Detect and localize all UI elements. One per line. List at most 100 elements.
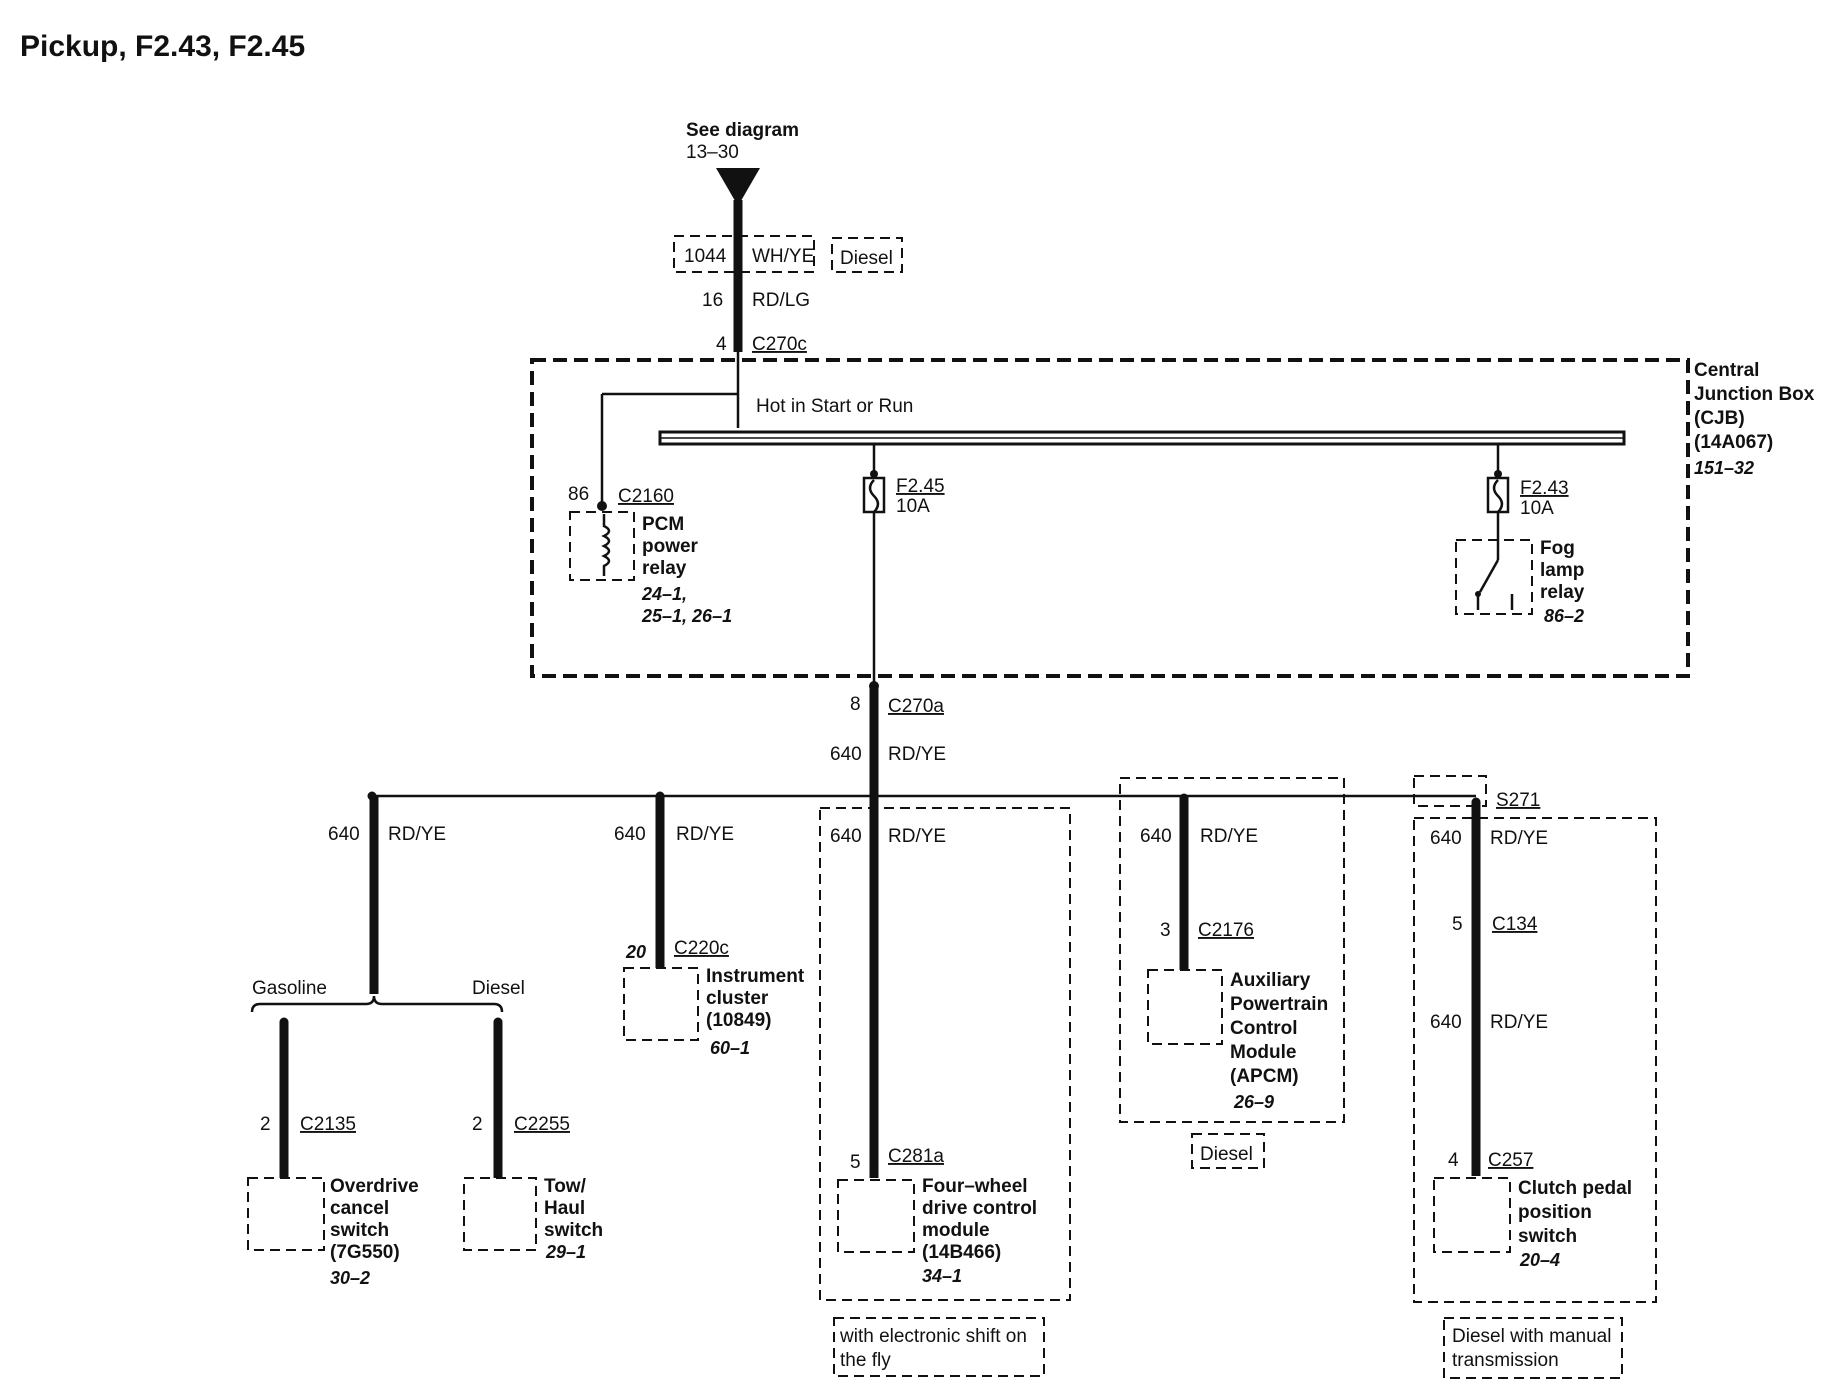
bus-label: Hot in Start or Run <box>756 396 913 417</box>
source-page-ref: 13–30 <box>686 142 739 163</box>
clutch-circuit-2: 640 <box>1430 1012 1462 1033</box>
fuse-f243-name: F2.43 <box>1520 478 1569 499</box>
source-see-diagram: See diagram <box>686 120 799 141</box>
cjb-page-ref: 151–32 <box>1694 458 1754 478</box>
pcm-relay-connector: C2160 <box>618 486 674 507</box>
gasoline-label: Gasoline <box>252 978 327 999</box>
fuse-f245-dot <box>870 470 878 478</box>
cluster-ref: 60–1 <box>710 1038 750 1058</box>
apcm-circuit: 640 <box>1140 826 1172 847</box>
fourwd-module-ref: 34–1 <box>922 1266 962 1286</box>
cluster-circuit: 640 <box>614 824 646 845</box>
diesel-circuit-box <box>673 235 815 273</box>
fog-relay-ref: 86–2 <box>1544 606 1584 626</box>
fourwd-module-label: Four–wheel drive control module (14B466) <box>922 1176 1042 1263</box>
pcm-relay-pin-dot <box>597 501 607 511</box>
pcm-relay-coil-icon <box>601 514 611 576</box>
pcm-relay-box <box>569 511 635 581</box>
clutch-switch-label: Clutch pedal position switch <box>1518 1178 1637 1247</box>
clutch-condition: Diesel with manual transmission <box>1452 1326 1617 1371</box>
fourwd-connector: C281a <box>888 1146 944 1167</box>
clutch-color-2: RD/YE <box>1490 1012 1548 1033</box>
fourwd-circuit: 640 <box>830 826 862 847</box>
cluster-box <box>623 967 699 1041</box>
pcm-relay-label: PCM power relay <box>642 514 703 579</box>
cluster-pin: 20 <box>625 942 646 962</box>
overdrive-connector: C2135 <box>300 1114 356 1135</box>
towhaul-pin-dot <box>494 1120 502 1128</box>
fourwd-condition-box <box>833 1317 1045 1377</box>
clutch-pin: 4 <box>1448 1150 1459 1171</box>
left-branch-circuit: 640 <box>328 824 360 845</box>
output-pin: 8 <box>850 694 861 715</box>
s271-option-box <box>1413 775 1487 807</box>
towhaul-switch-ref: 29–1 <box>545 1242 586 1262</box>
overdrive-pin-dot <box>280 1120 288 1128</box>
fuse-f245-rating: 10A <box>896 496 930 517</box>
diesel-circuit-color: WH/YE <box>752 246 814 267</box>
feed-circuit-number: 16 <box>702 290 723 311</box>
apcm-option-box <box>1119 777 1345 1123</box>
overdrive-pin: 2 <box>260 1114 271 1135</box>
fog-relay-box <box>1455 539 1533 615</box>
fuse-f243-element <box>1492 479 1504 513</box>
clutch-switch-box <box>1433 1177 1511 1253</box>
clutch-circuit: 640 <box>1430 828 1462 849</box>
cjb-box <box>530 358 1690 678</box>
diesel-tag: Diesel <box>840 248 893 269</box>
feed-pin: 4 <box>716 334 727 355</box>
fog-relay-pivot-dot <box>1475 591 1481 597</box>
fuse-f245-name: F2.45 <box>896 476 945 497</box>
clutch-condition-box <box>1443 1317 1623 1379</box>
page-title: Pickup, F2.43, F2.45 <box>20 30 305 63</box>
towhaul-switch-box <box>463 1177 537 1251</box>
fourwd-pin-dot <box>870 1160 878 1168</box>
feed-circuit-color: RD/LG <box>752 290 810 311</box>
apcm-pin: 3 <box>1160 920 1171 941</box>
clutch-connector: C257 <box>1488 1150 1533 1171</box>
fourwd-condition: with electronic shift on the fly <box>839 1326 1032 1371</box>
towhaul-switch-label: Tow/ Haul switch <box>544 1176 603 1241</box>
apcm-pin-dot <box>1180 930 1188 938</box>
fourwd-color: RD/YE <box>888 826 946 847</box>
clutch-switch-ref: 20–4 <box>1519 1250 1560 1270</box>
pcm-relay-refs: 24–1, 25–1, 26–1 <box>641 584 732 626</box>
fuse-f243-dot <box>1494 470 1502 478</box>
apcm-module-box <box>1147 969 1223 1045</box>
cluster-color: RD/YE <box>676 824 734 845</box>
cluster-label: Instrument cluster (10849) <box>706 966 809 1031</box>
apcm-condition: Diesel <box>1200 1144 1253 1165</box>
overdrive-switch-box <box>247 1177 325 1251</box>
fourwd-pin: 5 <box>850 1152 861 1173</box>
cluster-connector: C220c <box>674 938 729 959</box>
source-arrow-icon <box>716 168 760 206</box>
output-circuit: 640 <box>830 744 862 765</box>
fuse-f245-element <box>868 479 880 513</box>
pcm-relay-pin: 86 <box>568 484 589 505</box>
output-connector: C270a <box>888 696 944 717</box>
cluster-pin-dot <box>656 950 664 958</box>
diesel-option-label: Diesel <box>472 978 525 999</box>
apcm-condition-box <box>1191 1133 1265 1169</box>
diesel-circuit-number: 1044 <box>684 246 727 267</box>
apcm-color: RD/YE <box>1200 826 1258 847</box>
towhaul-pin: 2 <box>472 1114 483 1135</box>
fog-relay-label: Fog lamp relay <box>1540 538 1590 603</box>
option-brace <box>250 995 504 1013</box>
c134-pin: 5 <box>1452 914 1463 935</box>
fourwd-module-box <box>837 1179 915 1253</box>
apcm-module-label: Auxiliary Powertrain Control Module (APC… <box>1230 970 1333 1087</box>
c134-pin-dot <box>1472 918 1480 926</box>
overdrive-switch-label: Overdrive cancel switch (7G550) <box>330 1176 424 1263</box>
diesel-tag-box <box>831 237 903 273</box>
towhaul-connector: C2255 <box>514 1114 570 1135</box>
feed-connector: C270c <box>752 334 807 355</box>
fog-relay-contact-icon <box>1478 559 1500 593</box>
clutch-option-box <box>1413 817 1657 1303</box>
cjb-label: Central Junction Box (CJB) (14A067) <box>1694 360 1820 453</box>
clutch-pin-dot <box>1472 1158 1480 1166</box>
left-branch-color: RD/YE <box>388 824 446 845</box>
fuse-f243-rating: 10A <box>1520 498 1554 519</box>
clutch-color: RD/YE <box>1490 828 1548 849</box>
